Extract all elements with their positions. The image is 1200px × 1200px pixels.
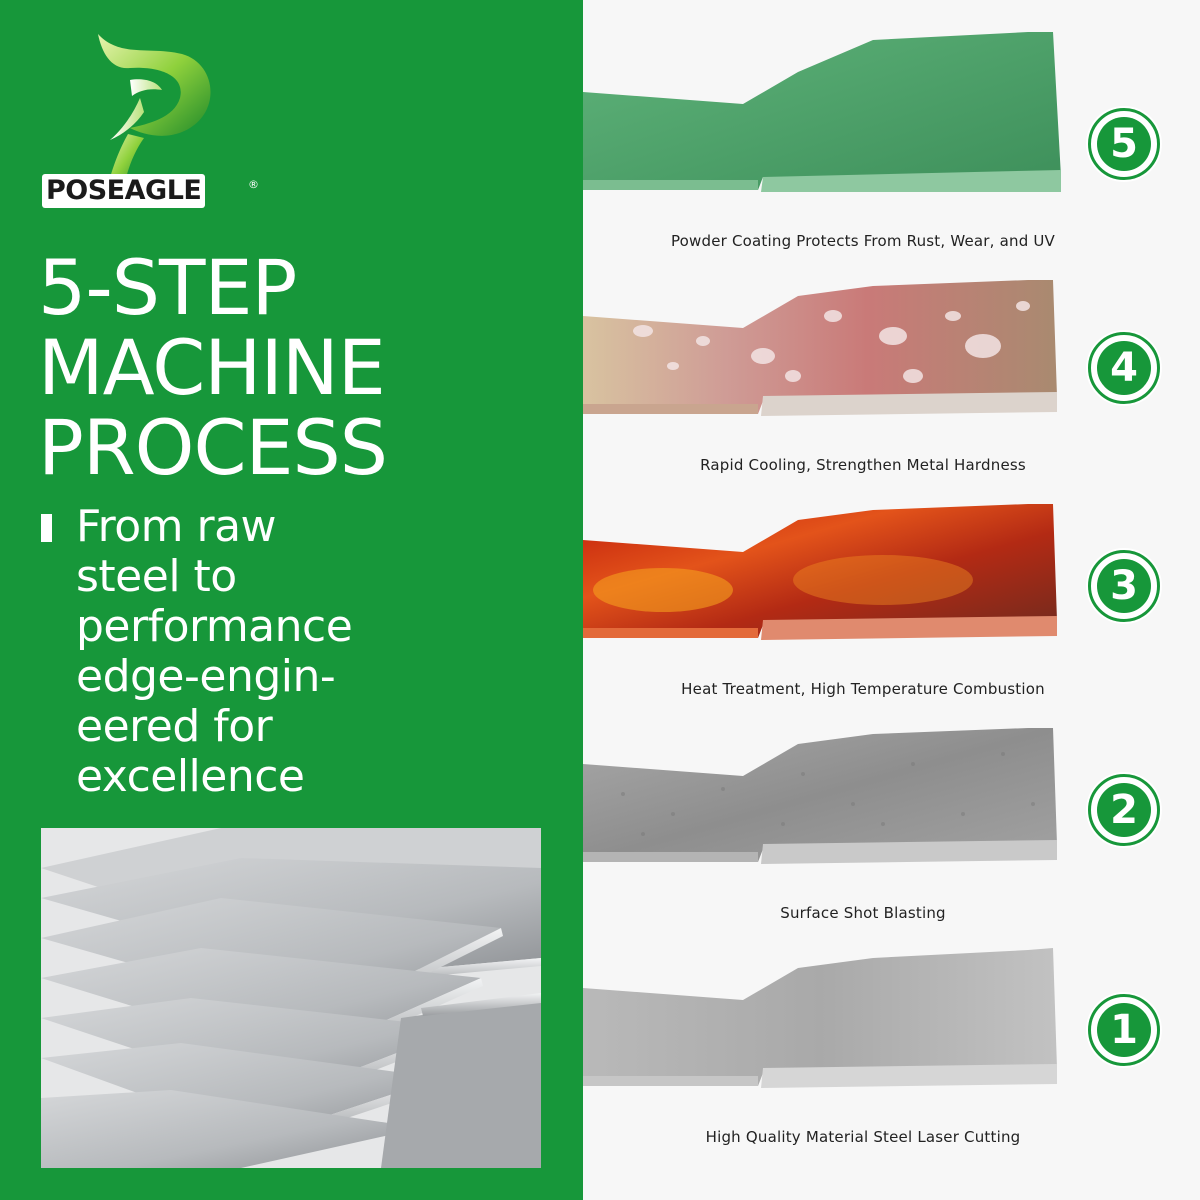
- title-line-1: 5-STEP: [38, 243, 297, 332]
- cooling-blade: [583, 280, 1057, 416]
- laser-cut-blade: [583, 948, 1057, 1088]
- title-line-2: MACHINE: [38, 323, 386, 412]
- step-caption: High Quality Material Steel Laser Cuttin…: [705, 1128, 1021, 1146]
- title-line-3: PROCESS: [38, 403, 388, 492]
- step-number: 5: [1097, 117, 1151, 171]
- step-number: 1: [1097, 1003, 1151, 1057]
- step-number-badge: 3: [1088, 550, 1160, 622]
- raw-steel-photo: [41, 828, 541, 1168]
- brand-logo: POSEAGLE ®: [38, 28, 268, 218]
- step-caption: Rapid Cooling, Strengthen Metal Hardness: [700, 456, 1026, 474]
- powder-coated-blade: [583, 32, 1061, 192]
- subtitle-accent-bar: [41, 514, 52, 542]
- page-title: 5-STEP MACHINE PROCESS: [38, 248, 558, 488]
- registered-mark: ®: [248, 178, 259, 191]
- eagle-p-logo-icon: [98, 34, 211, 186]
- heat-treated-blade: [583, 504, 1057, 640]
- step-number-badge: 4: [1088, 332, 1160, 404]
- step-number-badge: 5: [1088, 108, 1160, 180]
- step-1: 1 High Quality Material Steel Laser Cutt…: [583, 918, 1200, 1146]
- step-number: 4: [1097, 341, 1151, 395]
- brand-name: POSEAGLE: [42, 174, 206, 208]
- step-number-badge: 2: [1088, 774, 1160, 846]
- step-caption: Heat Treatment, High Temperature Combust…: [681, 680, 1045, 698]
- shot-blasted-blade: [583, 728, 1057, 864]
- step-5: 5 Powder Coating Protects From Rust, Wea…: [583, 22, 1200, 250]
- step-number: 3: [1097, 559, 1151, 613]
- step-3: 3 Heat Treatment, High Temperature Combu…: [583, 470, 1200, 698]
- step-number-badge: 1: [1088, 994, 1160, 1066]
- step-4: 4 Rapid Cooling, Strengthen Metal Hardne…: [583, 246, 1200, 474]
- step-number: 2: [1097, 783, 1151, 837]
- step-caption: Powder Coating Protects From Rust, Wear,…: [670, 232, 1056, 250]
- step-caption: Surface Shot Blasting: [780, 904, 946, 922]
- step-2: 2 Surface Shot Blasting: [583, 694, 1200, 922]
- subtitle: From raw steel to performance edge-engin…: [76, 501, 353, 802]
